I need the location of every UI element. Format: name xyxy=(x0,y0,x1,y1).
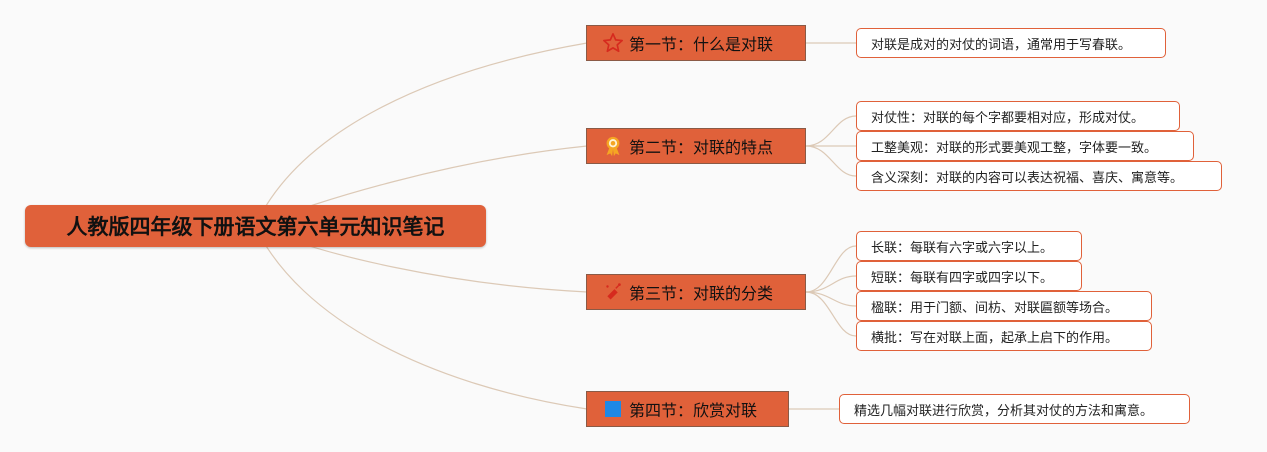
section-3-item-4[interactable]: 横批：写在对联上面，起承上启下的作用。 xyxy=(856,321,1152,351)
root-title: 人教版四年级下册语文第六单元知识笔记 xyxy=(66,215,445,239)
section-2-item-1[interactable]: 对仗性：对联的每个字都要相对应，形成对仗。 xyxy=(856,101,1180,131)
star-icon xyxy=(601,31,625,55)
section-3-item-2[interactable]: 短联：每联有四字或四字以下。 xyxy=(856,261,1082,291)
section-3-item-1[interactable]: 长联：每联有六字或六字以上。 xyxy=(856,231,1082,261)
section-4-node[interactable]: 第四节：欣赏对联 xyxy=(586,391,789,427)
section-3-title: 第三节：对联的分类 xyxy=(629,284,774,303)
section-2-title: 第二节：对联的特点 xyxy=(629,138,774,157)
section-1-item-1[interactable]: 对联是成对的对仗的词语，通常用于写春联。 xyxy=(856,28,1166,58)
section-4-title: 第四节：欣赏对联 xyxy=(629,401,758,420)
root-topic[interactable]: 人教版四年级下册语文第六单元知识笔记 xyxy=(25,205,486,247)
section-1-title: 第一节：什么是对联 xyxy=(629,35,774,54)
blue-square-icon xyxy=(601,397,625,421)
section-2-item-2[interactable]: 工整美观：对联的形式要美观工整，字体要一致。 xyxy=(856,131,1194,161)
section-1-node[interactable]: 第一节：什么是对联 xyxy=(586,25,806,61)
firecracker-icon xyxy=(601,280,625,304)
section-2-node[interactable]: 第二节：对联的特点 xyxy=(586,128,806,164)
section-2-item-3[interactable]: 含义深刻：对联的内容可以表达祝福、喜庆、寓意等。 xyxy=(856,161,1222,191)
section-4-item-1[interactable]: 精选几幅对联进行欣赏，分析其对仗的方法和寓意。 xyxy=(839,394,1190,424)
section-3-item-3[interactable]: 楹联：用于门额、间枋、对联匾额等场合。 xyxy=(856,291,1152,321)
section-3-node[interactable]: 第三节：对联的分类 xyxy=(586,274,806,310)
award-ribbon-icon xyxy=(601,134,625,158)
